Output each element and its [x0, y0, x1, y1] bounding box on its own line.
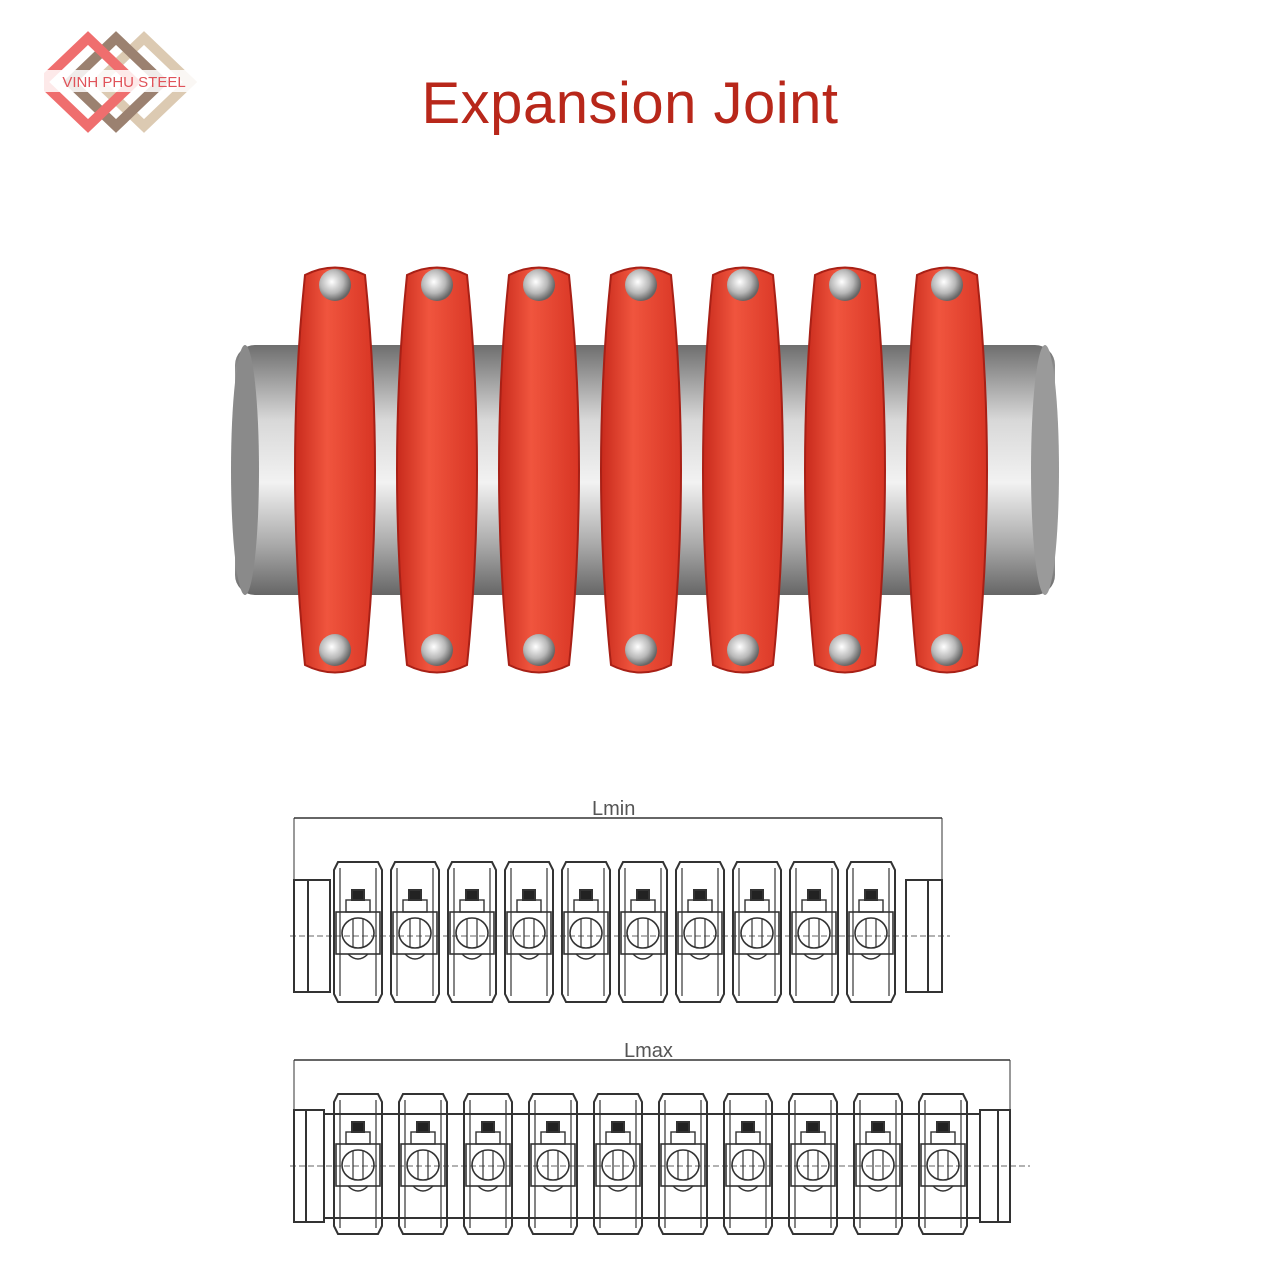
logo-text: VINH PHU STEEL	[62, 74, 185, 91]
vinh-phu-steel-logo: VINH PHU STEEL	[34, 30, 204, 134]
page-title: Expansion Joint	[421, 71, 839, 136]
lmax-drawing	[290, 1052, 1030, 1242]
lmin-drawing	[290, 810, 950, 1010]
logo-diamonds-icon: VINH PHU STEEL	[34, 31, 204, 133]
lmax-label: Lmax	[624, 1040, 673, 1062]
lmin-label: Lmin	[592, 798, 636, 820]
expansion-joint-photo	[225, 255, 1065, 685]
